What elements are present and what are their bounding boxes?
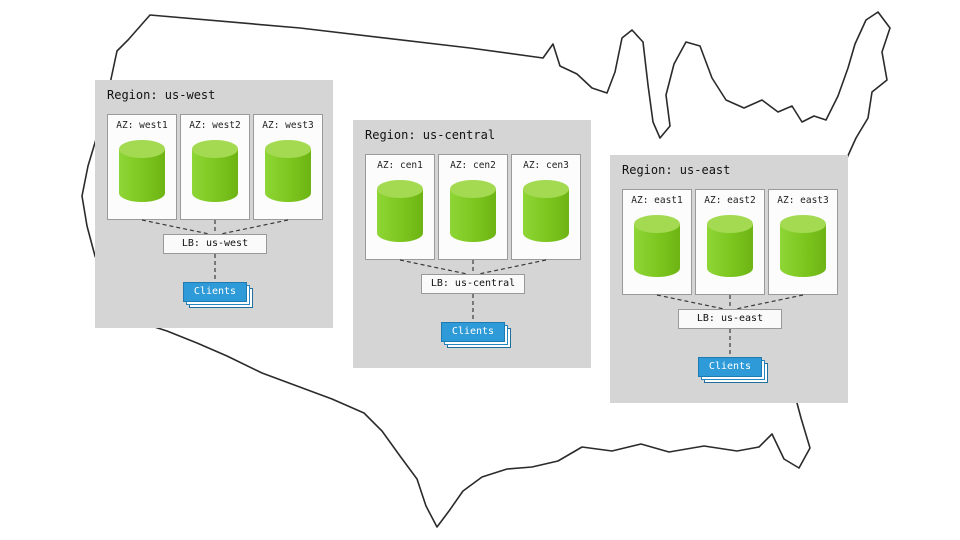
az-label: AZ: west1 (116, 120, 168, 131)
az-label: AZ: cen3 (523, 160, 569, 171)
database-cylinder-icon (634, 215, 680, 277)
az-row: AZ: cen1 AZ: cen2 AZ: cen3 (365, 154, 581, 260)
az-box: AZ: cen2 (438, 154, 508, 260)
load-balancer-box: LB: us-west (163, 234, 267, 254)
az-box: AZ: east3 (768, 189, 838, 295)
az-label: AZ: east1 (631, 195, 683, 206)
az-box: AZ: cen3 (511, 154, 581, 260)
clients-box: Clients (183, 282, 247, 302)
az-box: AZ: west2 (180, 114, 250, 220)
region-us-west: Region: us-west AZ: west1 AZ: west2 AZ: … (95, 80, 333, 328)
az-label: AZ: west3 (262, 120, 314, 131)
region-title: Region: us-east (622, 163, 731, 177)
load-balancer-box: LB: us-central (421, 274, 525, 294)
az-row: AZ: east1 AZ: east2 AZ: east3 (622, 189, 838, 295)
az-box: AZ: west1 (107, 114, 177, 220)
load-balancer-box: LB: us-east (678, 309, 782, 329)
az-box: AZ: east2 (695, 189, 765, 295)
database-cylinder-icon (780, 215, 826, 277)
clients-box: Clients (441, 322, 505, 342)
region-us-central: Region: us-central AZ: cen1 AZ: cen2 AZ:… (353, 120, 591, 368)
region-us-east: Region: us-east AZ: east1 AZ: east2 AZ: … (610, 155, 848, 403)
database-cylinder-icon (265, 140, 311, 202)
region-title: Region: us-central (365, 128, 496, 142)
database-cylinder-icon (377, 180, 423, 242)
database-cylinder-icon (119, 140, 165, 202)
database-cylinder-icon (707, 215, 753, 277)
database-cylinder-icon (192, 140, 238, 202)
clients-box: Clients (698, 357, 762, 377)
region-title: Region: us-west (107, 88, 216, 102)
az-label: AZ: cen2 (450, 160, 496, 171)
az-box: AZ: east1 (622, 189, 692, 295)
az-box: AZ: west3 (253, 114, 323, 220)
az-label: AZ: cen1 (377, 160, 423, 171)
az-label: AZ: east3 (777, 195, 829, 206)
az-label: AZ: east2 (704, 195, 756, 206)
az-row: AZ: west1 AZ: west2 AZ: west3 (107, 114, 323, 220)
az-box: AZ: cen1 (365, 154, 435, 260)
database-cylinder-icon (450, 180, 496, 242)
az-label: AZ: west2 (189, 120, 241, 131)
database-cylinder-icon (523, 180, 569, 242)
